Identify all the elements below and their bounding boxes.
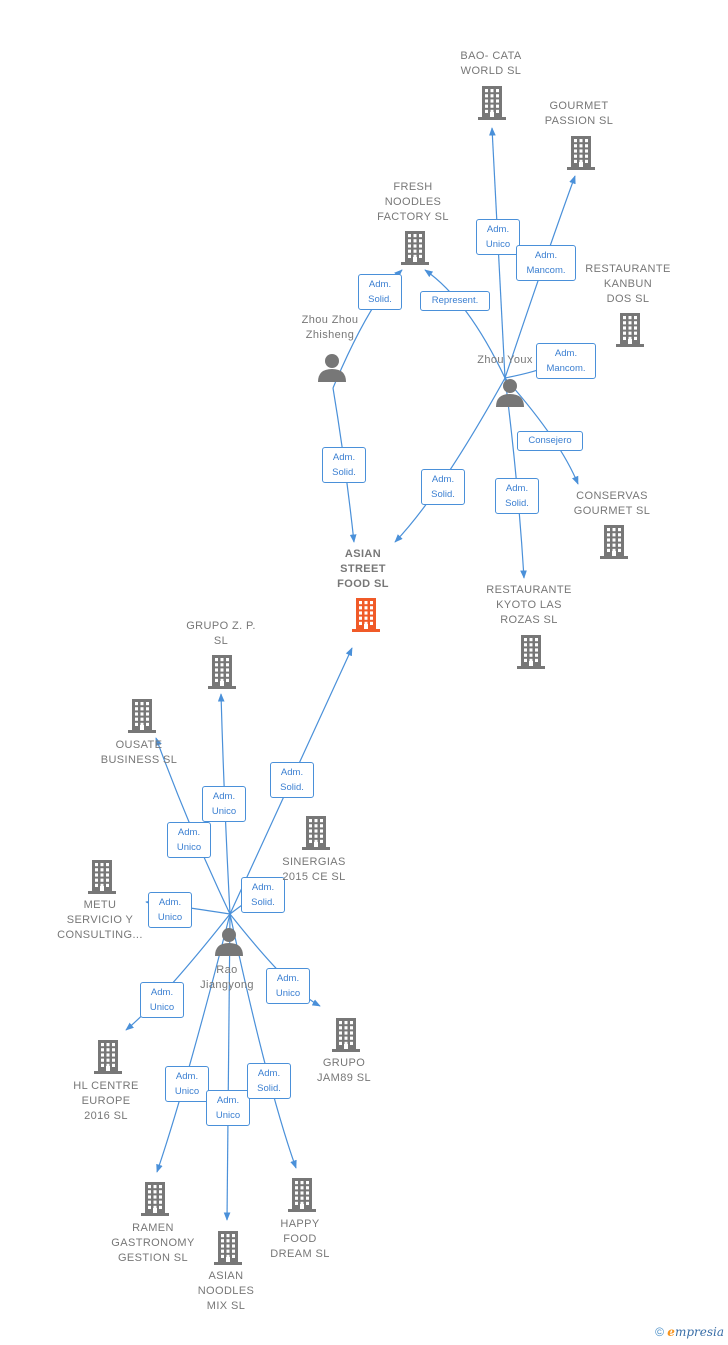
node-label-bao[interactable]: BAO- CATA WORLD SL xyxy=(460,50,522,77)
brand-initial: e xyxy=(667,1325,675,1339)
copyright-symbol: © xyxy=(655,1325,664,1339)
person-icon-rao[interactable] xyxy=(215,928,243,956)
building-icon-kyoto[interactable] xyxy=(517,635,545,669)
building-icon-conservas[interactable] xyxy=(600,525,628,559)
building-icon-kanbun[interactable] xyxy=(616,313,644,347)
building-icon-happy[interactable] xyxy=(288,1178,316,1212)
edge-label-rao-noodlesmix[interactable]: Adm. Unico xyxy=(206,1090,250,1126)
node-label-asian[interactable]: ASIAN STREET FOOD SL xyxy=(337,548,389,590)
edge-label-zhouyoux-gourmet[interactable]: Adm. Mancom. xyxy=(516,245,576,281)
person-icon-zhouyoux[interactable] xyxy=(496,379,524,407)
building-icon-hlcentre[interactable] xyxy=(94,1040,122,1074)
building-icon-ousate[interactable] xyxy=(128,699,156,733)
node-label-rao[interactable]: Rao Jiangyong xyxy=(200,964,254,991)
nodes-layer xyxy=(88,86,644,1265)
node-label-happy[interactable]: HAPPY FOOD DREAM SL xyxy=(270,1218,330,1260)
copyright: © empresia xyxy=(655,1325,724,1339)
building-icon-bao[interactable] xyxy=(478,86,506,120)
node-label-sinergias[interactable]: SINERGIAS 2015 CE SL xyxy=(282,856,346,883)
node-label-gourmet[interactable]: GOURMET PASSION SL xyxy=(544,100,614,127)
edge-label-rao-hlcentre[interactable]: Adm. Unico xyxy=(140,982,184,1018)
node-label-hlcentre[interactable]: HL CENTRE EUROPE 2016 SL xyxy=(73,1080,139,1122)
edge-label-zhouzhou-asian[interactable]: Adm. Solid. xyxy=(322,447,366,483)
edge-zhouyoux-asian xyxy=(394,377,506,543)
edge-label-zhouzhou-fresh[interactable]: Adm. Solid. xyxy=(358,274,402,310)
brand-logo[interactable]: empresia xyxy=(667,1325,724,1339)
building-icon-grupozp[interactable] xyxy=(208,655,236,689)
edge-label-zhouyoux-fresh[interactable]: Represent. xyxy=(420,291,490,311)
edge-rao-noodlesmix xyxy=(223,913,231,1221)
node-label-conservas[interactable]: CONSERVAS GOURMET SL xyxy=(573,490,651,517)
building-icon-sinergias[interactable] xyxy=(302,816,330,850)
edge-label-rao-ousate[interactable]: Adm. Unico xyxy=(167,822,211,858)
building-icon-jam89[interactable] xyxy=(332,1018,360,1052)
node-label-ramen[interactable]: RAMEN GASTRONOMY GESTION SL xyxy=(111,1222,195,1264)
building-icon-fresh[interactable] xyxy=(401,231,429,265)
node-label-jam89[interactable]: GRUPO JAM89 SL xyxy=(317,1057,371,1084)
edge-zhouyoux-fresh xyxy=(424,269,506,379)
node-label-metu[interactable]: METU SERVICIO Y CONSULTING... xyxy=(57,899,143,941)
edge-label-rao-happy[interactable]: Adm. Solid. xyxy=(247,1063,291,1099)
edge-label-zhouyoux-bao[interactable]: Adm. Unico xyxy=(476,219,520,255)
edge-label-rao-metu[interactable]: Adm. Unico xyxy=(148,892,192,928)
node-label-kyoto[interactable]: RESTAURANTE KYOTO LAS ROZAS SL xyxy=(486,584,572,626)
person-icon-zhouzhou[interactable] xyxy=(318,354,346,382)
node-label-zhouyoux[interactable]: Zhou Youx xyxy=(477,354,533,366)
building-icon-ramen[interactable] xyxy=(141,1182,169,1216)
node-label-fresh[interactable]: FRESH NOODLES FACTORY SL xyxy=(377,181,449,223)
edge-label-zhouyoux-kanbun[interactable]: Adm. Mancom. xyxy=(536,343,596,379)
building-icon-gourmet[interactable] xyxy=(567,136,595,170)
edge-label-zhouyoux-asian[interactable]: Adm. Solid. xyxy=(421,469,465,505)
node-label-noodlesmix[interactable]: ASIAN NOODLES MIX SL xyxy=(197,1270,255,1312)
edge-label-zhouyoux-conservas[interactable]: Consejero xyxy=(517,431,583,451)
node-label-zhouzhou[interactable]: Zhou Zhou Zhisheng xyxy=(301,314,359,341)
brand-name: mpresia xyxy=(674,1325,724,1339)
node-label-ousate[interactable]: OUSATE BUSINESS SL xyxy=(100,739,178,766)
edge-label-rao-jam89[interactable]: Adm. Unico xyxy=(266,968,310,1004)
edge-label-rao-ramen[interactable]: Adm. Unico xyxy=(165,1066,209,1102)
building-icon-asian[interactable] xyxy=(352,598,380,632)
building-icon-metu[interactable] xyxy=(88,860,116,894)
edge-label-rao-asian[interactable]: Adm. Solid. xyxy=(270,762,314,798)
edge-label-rao-sinergias[interactable]: Adm. Solid. xyxy=(241,877,285,913)
edge-label-rao-grupozp[interactable]: Adm. Unico xyxy=(202,786,246,822)
node-label-grupozp[interactable]: GRUPO Z. P. SL xyxy=(186,620,256,647)
building-icon-noodlesmix[interactable] xyxy=(214,1231,242,1265)
node-label-kanbun[interactable]: RESTAURANTE KANBUN DOS SL xyxy=(585,263,671,305)
edge-label-zhouyoux-kyoto[interactable]: Adm. Solid. xyxy=(495,478,539,514)
